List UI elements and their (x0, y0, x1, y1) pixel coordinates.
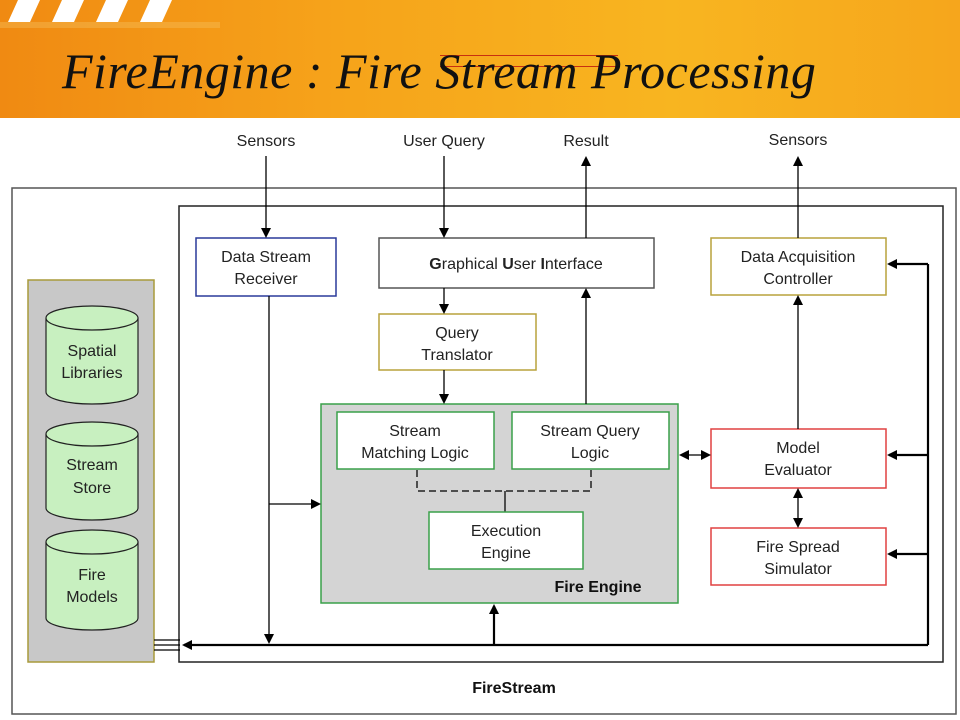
sensors-output-label: Sensors (769, 132, 828, 149)
stream-query-logic-label-2: Logic (571, 445, 609, 462)
stream-matching-logic-box (336, 411, 495, 470)
execution-engine-label-2: Engine (481, 545, 531, 562)
fire-models-cylinder: Fire Models (45, 529, 139, 631)
stream-query-logic-box (511, 411, 670, 470)
user-query-label: User Query (403, 133, 485, 150)
model-evaluator-label-1: Model (776, 440, 820, 457)
gui-word-raphical: raphical (442, 256, 502, 273)
model-evaluator-box (710, 428, 887, 489)
stream-matching-logic-label-2: Matching Logic (361, 445, 469, 462)
query-translator-label-1: Query (435, 325, 479, 342)
data-acquisition-controller-label-2: Controller (763, 271, 833, 288)
fire-spread-simulator-label-2: Simulator (764, 561, 832, 578)
stream-store-label-2: Store (73, 480, 111, 497)
title-decoration-line (440, 66, 618, 67)
gui-letter-i: I (540, 256, 544, 273)
fire-spread-simulator-label-1: Fire Spread (756, 539, 840, 556)
stream-store-cylinder: Stream Store (45, 421, 139, 521)
data-stream-receiver-label-1: Data Stream (221, 249, 311, 266)
fire-spread-simulator-box (710, 527, 887, 586)
gui-label: Graphical User Interface (429, 256, 603, 273)
data-stream-receiver-label-2: Receiver (234, 271, 298, 288)
gui-letter-g: G (429, 256, 441, 273)
spatial-libraries-cylinder: Spatial Libraries (45, 305, 139, 405)
stream-matching-logic-label-1: Stream (389, 423, 441, 440)
data-acquisition-controller-box (710, 237, 887, 296)
spatial-libraries-label-1: Spatial (68, 343, 117, 360)
spatial-libraries-label-2: Libraries (61, 365, 122, 382)
gui-letter-u: U (502, 256, 514, 273)
execution-engine-label-1: Execution (471, 523, 541, 540)
fire-engine-label: Fire Engine (554, 579, 641, 596)
query-translator-box (378, 313, 537, 371)
query-translator-label-2: Translator (421, 347, 493, 364)
title-decoration-line (440, 55, 618, 56)
gui-word-nterface: nterface (545, 256, 603, 273)
result-label: Result (563, 133, 609, 150)
sensors-input-label: Sensors (237, 133, 296, 150)
gui-box (378, 237, 655, 289)
stream-store-label-1: Stream (66, 457, 118, 474)
fire-models-label-2: Models (66, 589, 118, 606)
title-banner: FireEngine : Fire Stream Processing (0, 0, 960, 118)
slide-title: FireEngine : Fire Stream Processing (62, 43, 817, 99)
banner-stripes (0, 0, 220, 28)
data-stream-receiver-box (195, 237, 337, 297)
gui-word-ser: ser (514, 256, 541, 273)
model-evaluator-label-2: Evaluator (764, 462, 832, 479)
stream-query-logic-label-1: Stream Query (540, 423, 640, 440)
fire-models-label-1: Fire (78, 567, 106, 584)
data-acquisition-controller-label-1: Data Acquisition (741, 249, 856, 266)
execution-engine-box (428, 511, 584, 570)
firestream-label: FireStream (472, 680, 556, 697)
